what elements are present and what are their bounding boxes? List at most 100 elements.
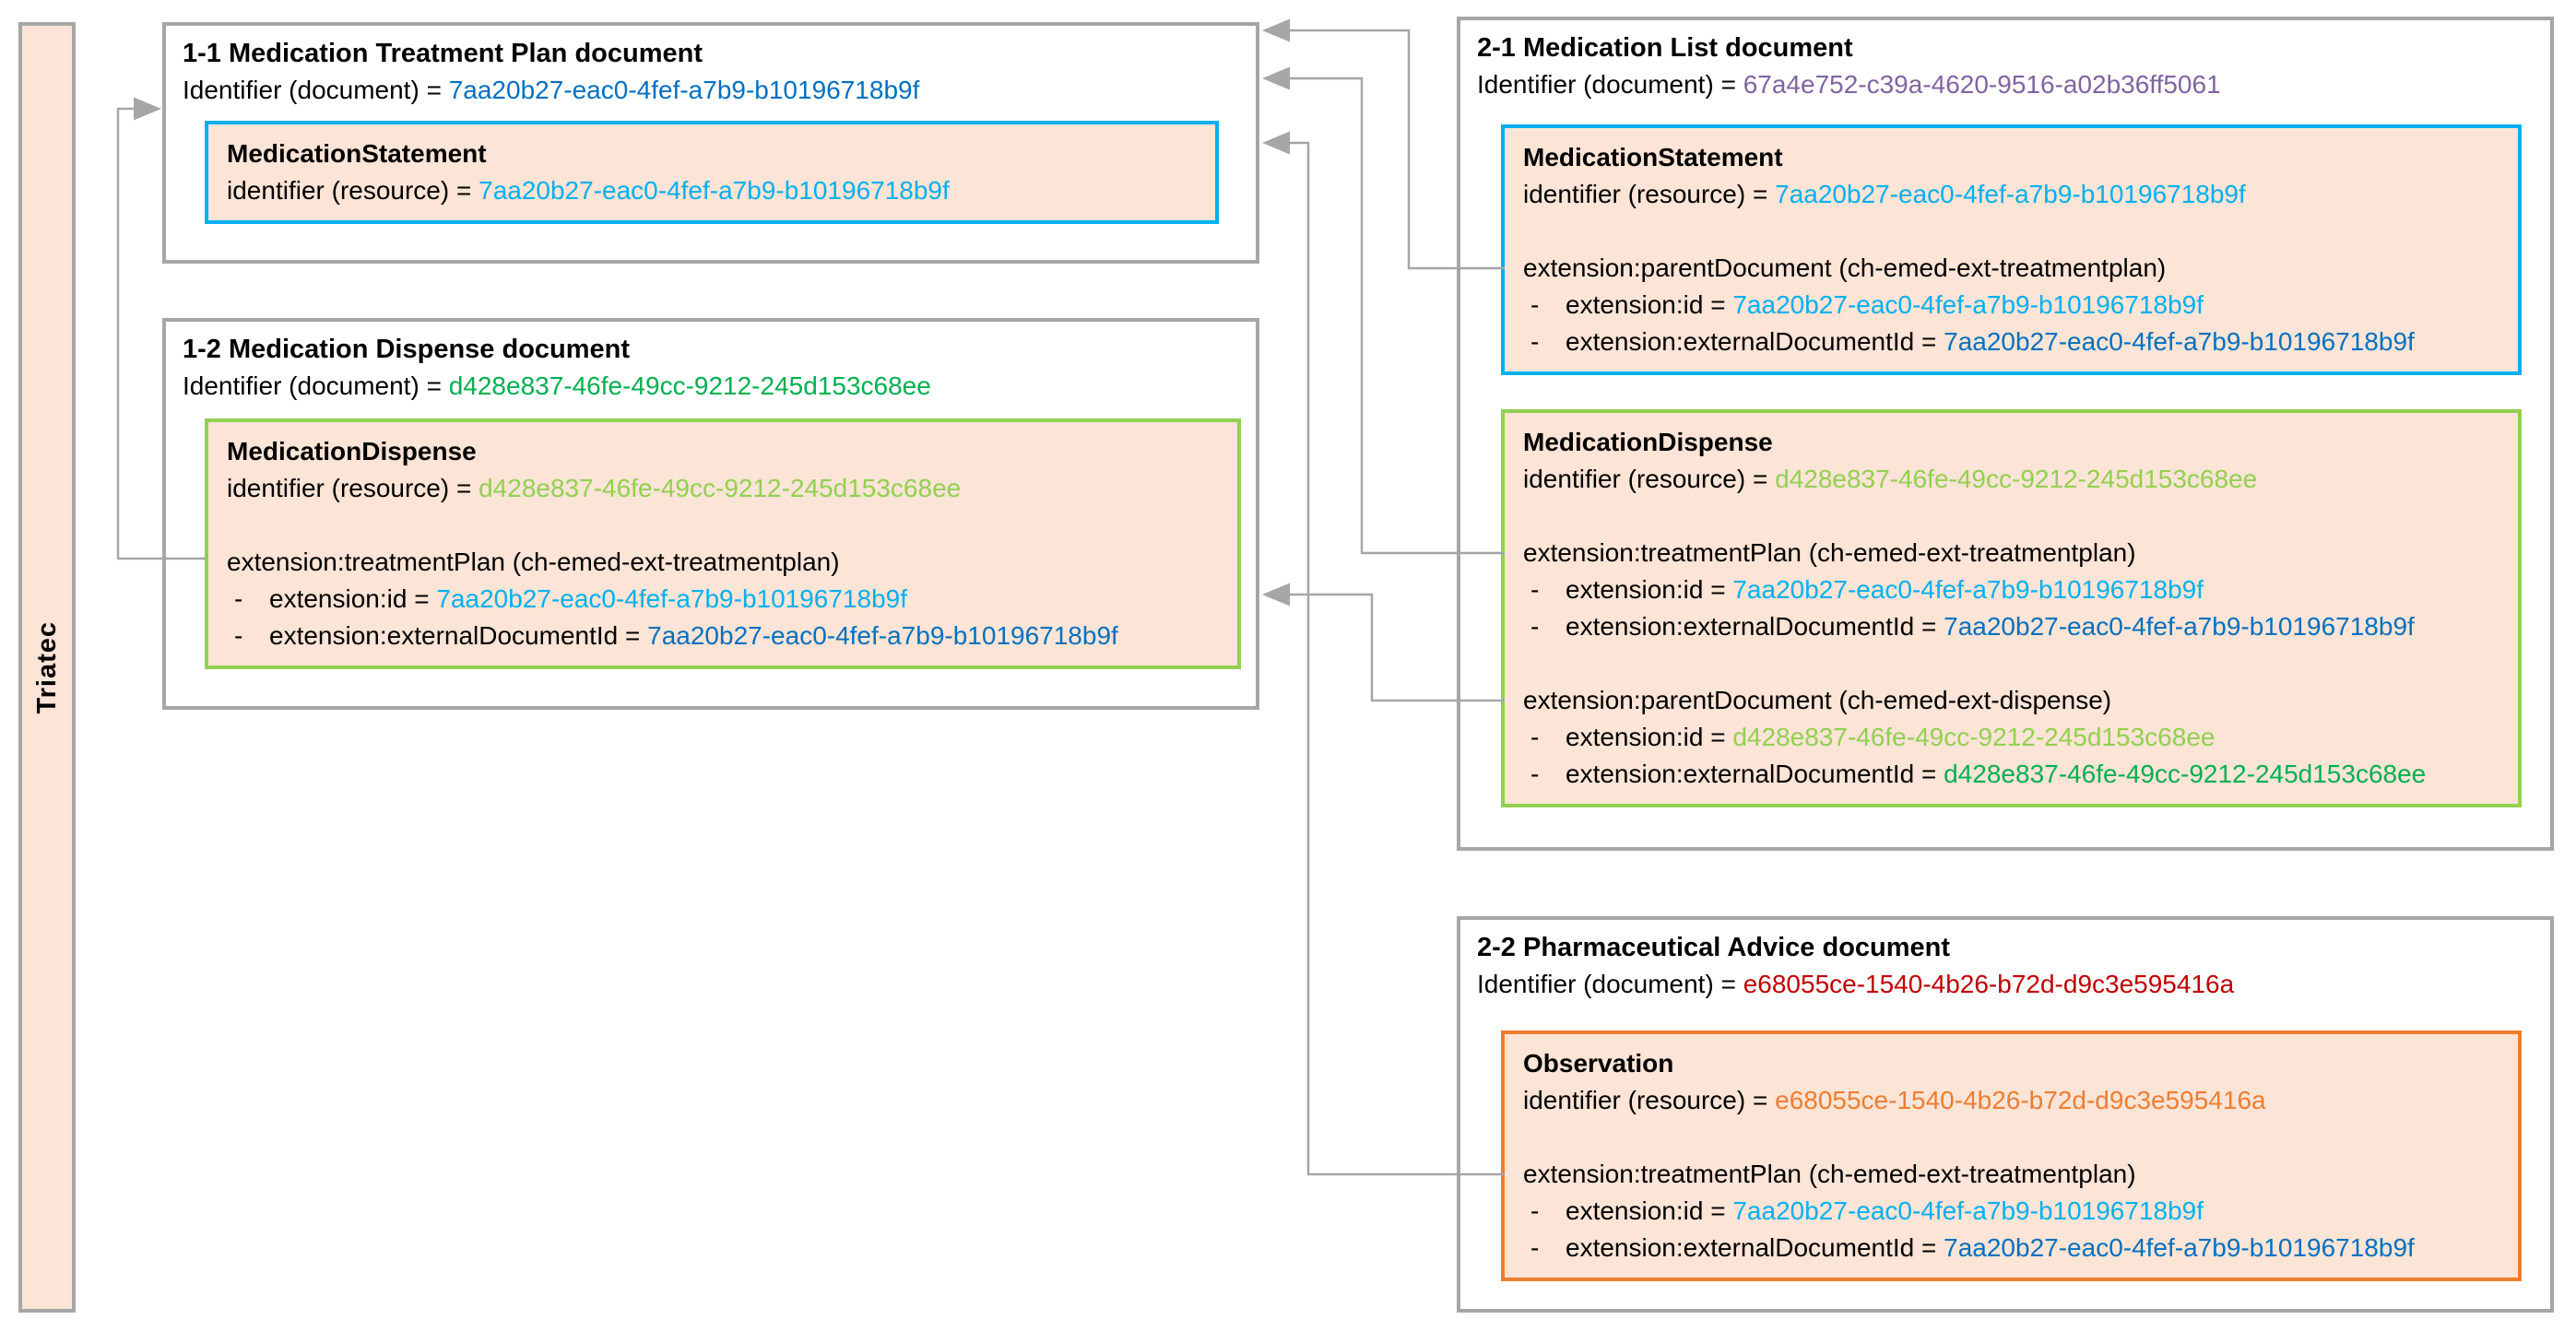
medication-bar-label: Triatec [32,620,62,714]
identifier-value: 7aa20b27-eac0-4fef-a7b9-b10196718b9f [1775,180,2246,208]
extension-item: - extension:id = 7aa20b27-eac0-4fef-a7b9… [1523,1193,2499,1230]
document-box-1-1: 1-1 Medication Treatment Plan document I… [162,22,1259,264]
document-title: 1-2 Medication Dispense document [183,335,631,364]
resource-card-medicationdispense: MedicationDispense identifier (resource)… [1501,409,2522,807]
bullet-dash: - [1530,1233,1540,1262]
extension-item-text: extension:externalDocumentId = 7aa20b27-… [269,618,1118,654]
extension-label: extension:id = [269,584,430,613]
extension-item: - extension:externalDocumentId = d428e83… [1523,756,2499,793]
extension-item-text: extension:id = 7aa20b27-eac0-4fef-a7b9-b… [1566,287,2204,324]
identifier-label: Identifier (document) = [1477,70,1736,99]
extension-item-text: extension:id = 7aa20b27-eac0-4fef-a7b9-b… [1566,1193,2204,1230]
resource-name: MedicationStatement [1523,143,1783,171]
extension-label: extension:id = [1566,723,1726,751]
identifier-label: identifier (resource) = [227,474,472,502]
resource-card-medicationdispense: MedicationDispense identifier (resource)… [205,418,1241,669]
extension-item-text: extension:externalDocumentId = d428e837-… [1566,756,2426,793]
spacer [227,507,1219,544]
document-title: 2-1 Medication List document [1477,33,1853,63]
extension-header: extension:treatmentPlan (ch-emed-ext-tre… [1523,538,2136,567]
extension-value: 7aa20b27-eac0-4fef-a7b9-b10196718b9f [1732,575,2204,604]
spacer [1523,213,2499,250]
extension-header: extension:parentDocument (ch-emed-ext-tr… [1523,253,2167,282]
resource-card-observation: Observation identifier (resource) = e680… [1501,1031,2522,1281]
bullet-dash: - [1530,575,1540,604]
extension-item-text: extension:externalDocumentId = 7aa20b27-… [1566,324,2415,360]
document-identifier-row: Identifier (document) = e68055ce-1540-4b… [1477,966,2534,1003]
bullet-dash: - [1530,723,1540,751]
extension-label: extension:id = [1566,1196,1726,1225]
medication-bar: Triatec [18,22,76,1313]
identifier-value: e68055ce-1540-4b26-b72d-d9c3e595416a [1775,1086,2266,1114]
extension-value: d428e837-46fe-49cc-9212-245d153c68ee [1732,723,2216,751]
identifier-label: identifier (resource) = [227,176,472,205]
resource-identifier-row: identifier (resource) = 7aa20b27-eac0-4f… [227,172,1197,209]
extension-item: - extension:id = d428e837-46fe-49cc-9212… [1523,719,2499,756]
identifier-value: d428e837-46fe-49cc-9212-245d153c68ee [448,371,931,400]
spacer [1523,1119,2499,1156]
extension-value: 7aa20b27-eac0-4fef-a7b9-b10196718b9f [436,584,908,613]
extension-header: extension:treatmentPlan (ch-emed-ext-tre… [1523,1160,2136,1188]
identifier-value: d428e837-46fe-49cc-9212-245d153c68ee [1775,465,2258,493]
extension-value: 7aa20b27-eac0-4fef-a7b9-b10196718b9f [647,621,1118,650]
extension-label: extension:externalDocumentId = [1566,760,1937,788]
extension-value: 7aa20b27-eac0-4fef-a7b9-b10196718b9f [1732,290,2204,319]
bullet-dash: - [1530,612,1540,641]
identifier-value: 7aa20b27-eac0-4fef-a7b9-b10196718b9f [448,76,920,104]
resource-card-medicationstatement: MedicationStatement identifier (resource… [1501,124,2522,375]
document-box-2-1: 2-1 Medication List document Identifier … [1457,17,2554,851]
identifier-value: 7aa20b27-eac0-4fef-a7b9-b10196718b9f [479,176,950,205]
identifier-label: Identifier (document) = [183,371,442,400]
resource-name: MedicationDispense [1523,428,1773,456]
extension-item-text: extension:externalDocumentId = 7aa20b27-… [1566,608,2415,645]
resource-name: Observation [1523,1049,1674,1078]
identifier-value: d428e837-46fe-49cc-9212-245d153c68ee [479,474,962,502]
extension-item: - extension:externalDocumentId = 7aa20b2… [1523,1230,2499,1266]
spacer [1523,498,2499,535]
extension-item: - extension:id = 7aa20b27-eac0-4fef-a7b9… [1523,287,2499,324]
extension-label: extension:id = [1566,290,1726,319]
extension-value: 7aa20b27-eac0-4fef-a7b9-b10196718b9f [1944,327,2415,356]
extension-header: extension:parentDocument (ch-emed-ext-di… [1523,686,2112,714]
document-identifier-row: Identifier (document) = d428e837-46fe-49… [183,368,1239,405]
extension-value: 7aa20b27-eac0-4fef-a7b9-b10196718b9f [1944,612,2415,641]
bullet-dash: - [234,621,243,650]
resource-identifier-row: identifier (resource) = e68055ce-1540-4b… [1523,1082,2499,1119]
extension-value: 7aa20b27-eac0-4fef-a7b9-b10196718b9f [1732,1196,2204,1225]
bullet-dash: - [1530,290,1540,319]
extension-item-text: extension:id = 7aa20b27-eac0-4fef-a7b9-b… [1566,571,2204,608]
extension-item: - extension:id = 7aa20b27-eac0-4fef-a7b9… [227,581,1219,618]
extension-item: - extension:externalDocumentId = 7aa20b2… [227,618,1219,654]
extension-item-text: extension:id = 7aa20b27-eac0-4fef-a7b9-b… [269,581,907,618]
document-box-1-2: 1-2 Medication Dispense document Identif… [162,318,1259,710]
extension-value: 7aa20b27-eac0-4fef-a7b9-b10196718b9f [1944,1233,2415,1262]
resource-name: MedicationStatement [227,139,487,168]
resource-name: MedicationDispense [227,437,477,465]
bullet-dash: - [1530,1196,1540,1225]
identifier-value: e68055ce-1540-4b26-b72d-d9c3e595416a [1743,970,2235,998]
extension-item: - extension:id = 7aa20b27-eac0-4fef-a7b9… [1523,571,2499,608]
identifier-value: 67a4e752-c39a-4620-9516-a02b36ff5061 [1743,70,2221,99]
extension-label: extension:externalDocumentId = [269,621,641,650]
extension-value: d428e837-46fe-49cc-9212-245d153c68ee [1944,760,2427,788]
extension-item: - extension:externalDocumentId = 7aa20b2… [1523,608,2499,645]
extension-item-text: extension:externalDocumentId = 7aa20b27-… [1566,1230,2415,1266]
identifier-label: identifier (resource) = [1523,180,1768,208]
extension-label: extension:id = [1566,575,1726,604]
extension-item-text: extension:id = d428e837-46fe-49cc-9212-2… [1566,719,2215,756]
identifier-label: Identifier (document) = [183,76,442,104]
resource-identifier-row: identifier (resource) = 7aa20b27-eac0-4f… [1523,176,2499,213]
resource-identifier-row: identifier (resource) = d428e837-46fe-49… [227,470,1219,507]
identifier-label: Identifier (document) = [1477,970,1736,998]
extension-item: - extension:externalDocumentId = 7aa20b2… [1523,324,2499,360]
resource-card-medicationstatement: MedicationStatement identifier (resource… [205,121,1219,224]
document-identifier-row: Identifier (document) = 7aa20b27-eac0-4f… [183,72,1239,109]
bullet-dash: - [234,584,243,613]
extension-label: extension:externalDocumentId = [1566,612,1937,641]
identifier-label: identifier (resource) = [1523,1086,1768,1114]
resource-identifier-row: identifier (resource) = d428e837-46fe-49… [1523,461,2499,498]
bullet-dash: - [1530,327,1540,356]
bullet-dash: - [1530,760,1540,788]
extension-label: extension:externalDocumentId = [1566,327,1937,356]
